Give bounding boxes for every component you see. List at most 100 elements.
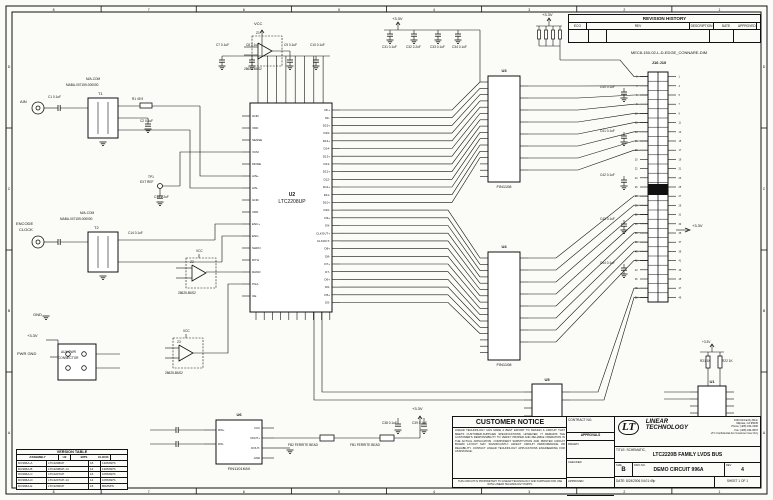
svg-text:D12+: D12+ <box>323 170 331 174</box>
vt-clock: 130MSPS <box>102 460 116 465</box>
annotation: C2 0.1uF <box>140 119 154 123</box>
svg-text:OE: OE <box>252 294 256 298</box>
annotation: C14 0.1uF <box>128 231 143 235</box>
bus-wires <box>340 81 488 353</box>
svg-text:A: A <box>8 431 11 435</box>
svg-text:12: 12 <box>635 122 638 125</box>
gates <box>165 35 291 369</box>
rev-value: 4 <box>741 467 744 473</box>
vt-part: LTC2207UP <box>47 472 89 478</box>
svg-text:7: 7 <box>148 8 150 12</box>
company-line1: LINEAR <box>645 419 669 425</box>
rev-cell: REV 4 <box>725 463 760 477</box>
svg-text:MODE: MODE <box>252 162 261 166</box>
customer-notice-footer: THIS CIRCUIT IS PROPRIETARY TO LINEAR TE… <box>453 477 567 487</box>
annotation: FB1 FERRITE BEAD <box>350 443 380 447</box>
annotation: C33 0.1uF <box>430 45 445 49</box>
svg-text:6: 6 <box>243 8 245 12</box>
svg-text:26: 26 <box>635 186 638 189</box>
annotation: AIN <box>20 99 27 104</box>
svg-text:41: 41 <box>679 260 682 263</box>
address-line: Phone: (408) 432-1900 <box>731 425 758 429</box>
svg-text:DOUT-: DOUT- <box>251 446 260 450</box>
svg-text:30: 30 <box>635 204 638 207</box>
approvals-rows: DRAWN CHECKED APPROVED <box>567 441 615 496</box>
svg-text:D8+: D8+ <box>324 247 330 251</box>
annotation: C34 0.1uF <box>452 45 467 49</box>
annotation: +3.3V <box>542 12 553 17</box>
date-cell: DATE: 8/24/2006 04:01:49p <box>615 477 715 487</box>
svg-text:46: 46 <box>635 278 638 281</box>
annotation: EXT REF <box>140 180 154 184</box>
svg-text:AIN-: AIN- <box>252 186 258 190</box>
svg-text:D6+: D6+ <box>324 278 330 282</box>
annotation: CONNECTOR <box>58 356 79 360</box>
svg-text:DOUT+: DOUT+ <box>250 436 260 440</box>
svg-text:ENC+: ENC+ <box>252 222 260 226</box>
svg-text:1: 1 <box>718 490 720 494</box>
approval-row: CHECKED <box>567 459 614 478</box>
svg-text:D6-: D6- <box>325 285 330 289</box>
svg-text:D11-: D11- <box>324 193 330 197</box>
annotation: M/A-COM <box>80 211 95 215</box>
vt-clock: 105MSPS <box>102 478 116 483</box>
svg-text:D11+: D11+ <box>323 185 330 189</box>
title-label: TITLE: SCHEMATIC, <box>616 448 646 452</box>
annotation: GND <box>33 312 42 317</box>
size-value: B <box>621 467 626 473</box>
svg-text:5: 5 <box>338 8 340 12</box>
svg-text:33: 33 <box>679 223 682 226</box>
svg-text:34: 34 <box>635 223 638 226</box>
svg-text:25: 25 <box>679 186 682 189</box>
svg-text:D9+: D9+ <box>324 216 330 220</box>
u6-part: FIN1101K8X <box>227 466 251 471</box>
revision-history-title: REVISION HISTORY <box>569 15 760 23</box>
vt-assembly: DC996A-A <box>17 460 47 466</box>
date-value: 8/24/2006 04:01:49p <box>626 479 656 483</box>
annotation: C44 0.1uF <box>600 261 615 265</box>
svg-text:11: 11 <box>679 122 682 125</box>
address-line: 1630 McCarthy Blvd. <box>733 419 758 422</box>
svg-text:C: C <box>8 187 11 191</box>
svg-text:GND: GND <box>252 198 260 202</box>
svg-text:B: B <box>8 309 11 313</box>
revision-history-column: APPROVED <box>738 23 757 29</box>
annotation: C42 0.1uF <box>600 173 615 177</box>
date-label: DATE: <box>616 479 626 483</box>
size-label: SIZE <box>616 464 622 467</box>
annotation: FB2 FERRITE BEAD <box>288 443 318 447</box>
vt-clock: 80MSPS <box>102 483 114 488</box>
svg-text:B: B <box>763 309 766 313</box>
svg-text:42: 42 <box>635 260 638 263</box>
svg-text:3: 3 <box>528 490 530 494</box>
version-table-title: VERSION TABLE <box>17 450 127 455</box>
svg-text:49: 49 <box>679 296 682 299</box>
svg-text:D13-: D13- <box>323 162 330 166</box>
svg-text:14: 14 <box>635 131 638 134</box>
svg-text:35: 35 <box>679 232 682 235</box>
svg-text:5: 5 <box>338 490 340 494</box>
annotation: C40 0.1uF <box>600 85 615 89</box>
svg-text:16: 16 <box>635 140 638 143</box>
svg-text:D10+: D10+ <box>323 201 331 205</box>
svg-text:31: 31 <box>679 214 682 217</box>
eeprom <box>664 343 734 419</box>
svg-text:39: 39 <box>679 250 682 253</box>
adc-u2: GNDVDDSENSEVCMMODEAIN+AIN-GNDVDDENC+ENC-… <box>242 102 340 320</box>
svg-text:18: 18 <box>635 149 638 152</box>
logo-area: LT LINEAR TECHNOLOGY 1630 McCarthy Blvd.… <box>615 417 760 447</box>
annotation: Z1 <box>256 31 260 35</box>
u4-part: FIN1108 <box>496 362 512 367</box>
annotation: T2 <box>94 225 99 230</box>
rh-empty-cell <box>607 30 710 42</box>
svg-text:D7+: D7+ <box>324 262 330 266</box>
title-block: CONTRACT NO. APPROVALS DRAWN CHECKED APP… <box>566 416 761 496</box>
aux-power <box>42 315 120 381</box>
svg-text:28: 28 <box>635 195 638 198</box>
svg-text:48: 48 <box>635 287 638 290</box>
